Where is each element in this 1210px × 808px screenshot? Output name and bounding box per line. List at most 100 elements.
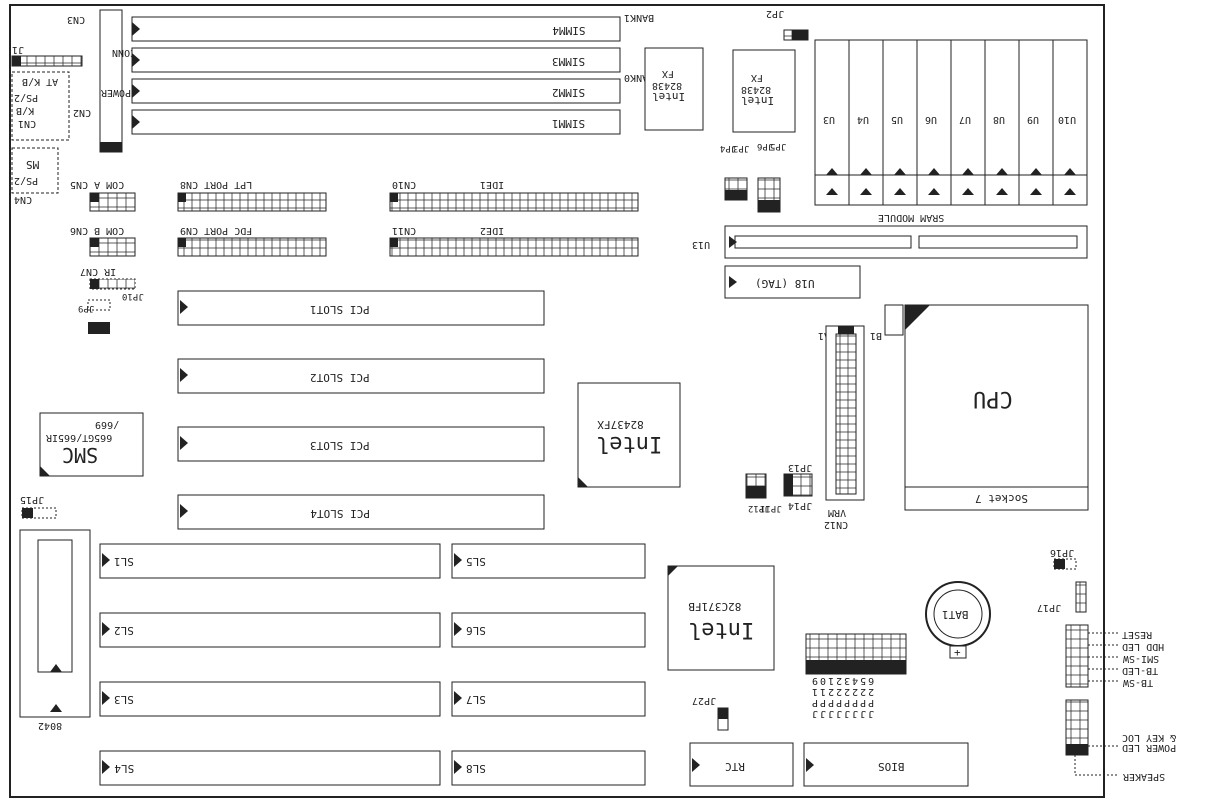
isa-slot-4-label: SL4	[114, 762, 134, 775]
pci-slot-2	[177, 358, 545, 394]
vrm-label: VRM	[828, 507, 846, 518]
intel-fx1-name: Intel	[652, 90, 685, 103]
hdd-led-label: HDD LED	[1122, 641, 1164, 652]
jp1-pin1	[12, 56, 21, 66]
ms-label: MS	[26, 158, 39, 171]
intel-82c371fb-part: 82C371FB	[688, 600, 741, 613]
simm3-label: SIMM3	[552, 55, 585, 68]
u13-label: U13	[692, 239, 710, 250]
intel-82437fx-part: 82437FX	[597, 418, 644, 431]
jp4-label: JP4	[720, 143, 736, 153]
simm3-key	[132, 53, 140, 67]
isa-slot-3-label: SL3	[114, 693, 134, 706]
sram-slot-left	[734, 235, 912, 249]
fdc-pin1	[178, 238, 186, 247]
isa-slot-1	[99, 543, 441, 579]
pci-slot-4-label: PCI SLOT4	[310, 507, 370, 520]
speaker-label: SPEAKER	[1122, 771, 1165, 782]
isa-slot-8	[451, 750, 646, 786]
cn2-label: CN2	[73, 107, 91, 118]
jp13-jp14-cap	[784, 474, 793, 496]
simm1-label: SIMM1	[552, 117, 585, 130]
u9-label: U9	[1027, 114, 1039, 125]
kb-label: K/B	[16, 105, 34, 116]
lpt-pin1	[178, 193, 186, 202]
socket7-label: Socket 7	[975, 492, 1028, 505]
pci-slot-4	[177, 494, 545, 530]
intel-fx2-name: Intel	[741, 94, 774, 107]
u8-label: U8	[993, 114, 1005, 125]
reset-label: RESET	[1122, 629, 1152, 640]
jp16-label: JP16	[1050, 547, 1074, 558]
bios-label: BIOS	[878, 760, 905, 773]
ps2-kb-label: PS/2	[14, 92, 38, 103]
jp11-jp12-cap	[746, 486, 766, 498]
keyboard-connector	[11, 71, 70, 141]
lpt-header	[177, 192, 327, 212]
jp2-cap	[792, 30, 808, 40]
pci-slot-1	[177, 290, 545, 326]
u18-key	[729, 276, 737, 288]
jp15-cap	[22, 508, 33, 518]
jp17-jumper	[1075, 581, 1087, 613]
cn11-label: CN11	[392, 225, 416, 236]
u10-label: U10	[1058, 114, 1076, 125]
u3-label: U3	[823, 114, 835, 125]
isa-slot-3	[99, 681, 441, 717]
jp9-jumper	[88, 322, 110, 334]
jp-row-tens: 22222211	[810, 686, 874, 697]
jp9-label: JP9	[78, 303, 94, 313]
intel-82438fx-chip-1	[644, 47, 704, 131]
jp12-label: JP12	[748, 503, 770, 513]
com-a-pin1	[90, 193, 99, 202]
jp-row-units: 65432109	[810, 675, 874, 686]
intel-fx2-part: 82438	[741, 84, 771, 95]
jp6-label: JP6	[757, 141, 773, 151]
battery-bat1-inner	[933, 589, 983, 639]
jp3-jp4-cap	[725, 190, 747, 200]
jp27-label: JP27	[692, 695, 716, 706]
sram-module-label: SRAM MODULE	[878, 212, 944, 223]
u7-label: U7	[959, 114, 971, 125]
pci-slot-3	[177, 426, 545, 462]
kbc-8042-chip	[37, 539, 73, 673]
jp5-jp6-cap	[758, 200, 780, 212]
cn4-label: CN4	[14, 194, 32, 205]
smc-part: 665GT/665IR	[45, 432, 112, 443]
u4-label: U4	[857, 114, 869, 125]
isa-slot-1-label: SL1	[114, 555, 134, 568]
bios-chip	[803, 742, 969, 787]
rtc-label: RTC	[725, 760, 745, 773]
intel-82c371fb-name: Intel	[688, 617, 754, 642]
intel-82437fx-chip	[577, 382, 681, 488]
isa-slot-5-label: SL5	[466, 555, 486, 568]
cn10-label: CN10	[392, 179, 416, 190]
power-connector	[99, 9, 123, 153]
jp-row-top: JJJJJJJJ	[810, 708, 874, 719]
ps2-ms-label: PS/2	[14, 175, 38, 186]
power-connector-key	[100, 142, 122, 152]
tb-led-label: TB-LED	[1122, 665, 1158, 676]
u18-tag-chip	[724, 265, 861, 299]
jp1-label: J1	[12, 44, 24, 55]
power-label: POWER	[100, 87, 131, 98]
sram-slot-right	[918, 235, 1078, 249]
cn1-label: CN1	[18, 118, 36, 129]
power-led-label: POWER LED	[1122, 742, 1176, 753]
isa-slot-7-label: SL7	[466, 693, 486, 706]
ide2-header	[389, 237, 639, 257]
intel-82c371fb-chip	[667, 565, 775, 671]
lpt-label: LPT PORT CN8	[180, 179, 252, 190]
jp14-label: JP14	[788, 500, 812, 511]
fdc-label: FDC PORT CN9	[180, 225, 252, 236]
pci-slot-3-label: PCI SLOT3	[310, 439, 370, 452]
simm2-key	[132, 84, 140, 98]
jp10-label: JP10	[122, 291, 144, 301]
smc-part-suffix: /669	[95, 419, 119, 430]
ide1-pin1	[390, 193, 398, 202]
u5-label: U5	[891, 114, 903, 125]
jp18-jp26-caps	[806, 660, 906, 674]
intel-fx2-suffix: FX	[751, 72, 763, 83]
jp27-cap	[718, 708, 728, 719]
isa-slot-6	[451, 612, 646, 648]
